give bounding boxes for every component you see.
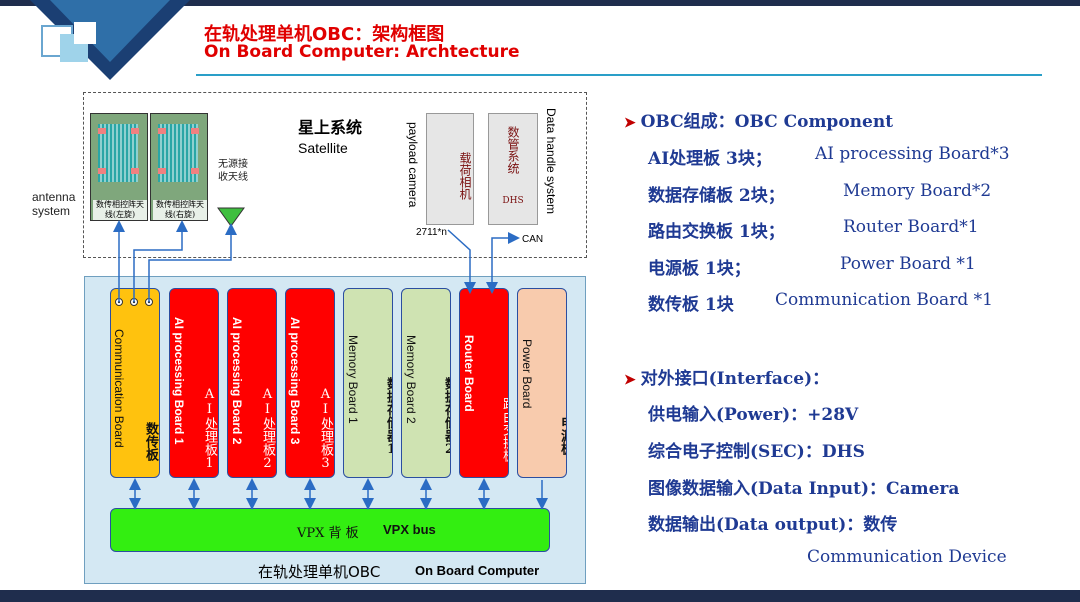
bullet-arrow-icon: ➤: [624, 115, 641, 131]
logo-decoration-icon: [30, 0, 190, 80]
component-item-4: 数传板 1块: [648, 290, 734, 315]
router-board: 路由交换板 Router Board: [459, 288, 509, 478]
dhs-cn: 数管系统: [506, 126, 520, 174]
camera-link-label: 2711*n: [416, 227, 447, 238]
component-item-1: 数据存储板 2块；: [648, 181, 785, 206]
vpx-bus: VPX 背 板 VPX bus: [110, 508, 550, 552]
antenna-system-line2: system: [32, 204, 71, 218]
component-item-2-en: Router Board*1: [843, 217, 979, 237]
phased-array-antenna-right: 数传相控阵天线(右旋): [150, 113, 208, 221]
interface-item-1: 综合电子控制(SEC)：DHS: [648, 442, 865, 462]
ai-board-2-cn: AI处理板2: [260, 387, 275, 471]
interface-item-3: 数据输出(Data output)：数传: [648, 515, 898, 535]
ai-board-1-en: AI processing Board 1: [172, 317, 186, 445]
obc-footer-cn: 在轨处理单机OBC: [258, 563, 381, 581]
antenna-system-label: antenna system: [32, 190, 75, 218]
interface-last-line: Communication Device: [807, 547, 1007, 567]
power-board-cn: 电源板: [558, 415, 567, 455]
ai-board-2-en: AI processing Board 2: [230, 317, 244, 445]
vpx-bus-cn: VPX 背 板: [297, 526, 359, 541]
component-item-4-en: Communication Board *1: [775, 290, 993, 310]
communication-board-en: Communication Board: [112, 329, 126, 448]
bullet-arrow-icon: ➤: [624, 372, 641, 388]
title-english: On Board Computer: Archtecture: [204, 42, 520, 62]
can-link-label: CAN: [522, 234, 544, 245]
connector-lines: [113, 220, 548, 510]
dhs-box: 数管系统 DHS: [488, 113, 538, 225]
satellite-system-box: [83, 92, 587, 258]
passive-antenna-icon: [217, 207, 245, 227]
component-item-3-en: Power Board *1: [840, 254, 976, 274]
satellite-title-en: Satellite: [298, 140, 348, 156]
bottom-bar: [0, 590, 1080, 602]
component-item-0: AI处理板 3块；: [648, 144, 772, 169]
communication-board-cn: 数传板: [143, 421, 158, 461]
memory-board-1-cn: 数据存储器1: [384, 377, 393, 457]
vpx-bus-en: VPX bus: [383, 522, 436, 537]
ai-board-1: AI处理板1 AI processing Board 1: [169, 288, 219, 478]
component-item-2-cn: 路由交换板 1块；: [648, 222, 785, 242]
satellite-title-cn: 星上系统: [298, 118, 363, 137]
antenna-right-label: 数传相控阵天线(右旋): [153, 200, 207, 220]
obc-footer-en: On Board Computer: [415, 563, 540, 578]
memory-board-2-cn: 数据存储器2: [442, 377, 451, 457]
title-chinese: 在轨处理单机OBC：架构框图: [204, 24, 445, 45]
memory-board-1-en: Memory Board 1: [346, 335, 360, 424]
passive-antenna-label: 无源接收天线: [218, 159, 248, 183]
phased-array-antenna-left: 数传相控阵天线(左旋): [90, 113, 148, 221]
dhs-en: Data handle system: [544, 108, 558, 215]
ai-board-3: AI处理板3 AI processing Board 3: [285, 288, 335, 478]
component-item-4-cn: 数传板 1块: [648, 295, 734, 315]
memory-board-2: 数据存储器2 Memory Board 2: [401, 288, 451, 478]
interfaces-heading-row: ➤ 对外接口(Interface)：: [624, 364, 829, 389]
dhs-abbr: DHS: [502, 196, 524, 206]
component-item-3-cn: 电源板 1块；: [648, 259, 751, 279]
payload-camera-box: 载荷相机: [426, 113, 474, 225]
power-board: 电源板 Power Board: [517, 288, 567, 478]
components-heading-row: ➤ OBC组成：OBC Component: [624, 107, 893, 132]
component-item-3: 电源板 1块；: [648, 254, 751, 279]
interface-item-2: 图像数据输入(Data Input)：Camera: [648, 479, 960, 499]
ai-board-2: AI处理板2 AI processing Board 2: [227, 288, 277, 478]
ai-board-3-en: AI processing Board 3: [288, 317, 302, 445]
component-item-1-cn: 数据存储板 2块；: [648, 186, 785, 206]
interface-item-0: 供电输入(Power)：+28V: [648, 405, 859, 425]
components-heading: OBC组成：OBC Component: [640, 112, 894, 132]
ai-board-1-cn: AI处理板1: [202, 387, 217, 471]
antenna-left-label: 数传相控阵天线(左旋): [93, 200, 147, 220]
memory-board-1: 数据存储器1 Memory Board 1: [343, 288, 393, 478]
payload-camera-en: payload camera: [406, 122, 420, 208]
top-bar: [0, 0, 1080, 6]
component-item-0-cn: AI处理板 3块；: [648, 149, 772, 169]
router-board-en: Router Board: [462, 335, 476, 412]
component-item-2: 路由交换板 1块；: [648, 217, 785, 242]
interfaces-heading: 对外接口(Interface)：: [640, 369, 830, 389]
component-item-1-en: Memory Board*2: [843, 181, 992, 201]
title-underline: [196, 74, 1042, 76]
power-board-en: Power Board: [520, 339, 534, 409]
router-board-cn: 路由交换板: [500, 396, 509, 462]
communication-board: 数传板 Communication Board: [110, 288, 160, 478]
memory-board-2-en: Memory Board 2: [404, 335, 418, 424]
ai-board-3-cn: AI处理板3: [318, 387, 333, 471]
antenna-system-line1: antenna: [32, 190, 76, 204]
component-item-0-en: AI processing Board*3: [815, 144, 1010, 164]
